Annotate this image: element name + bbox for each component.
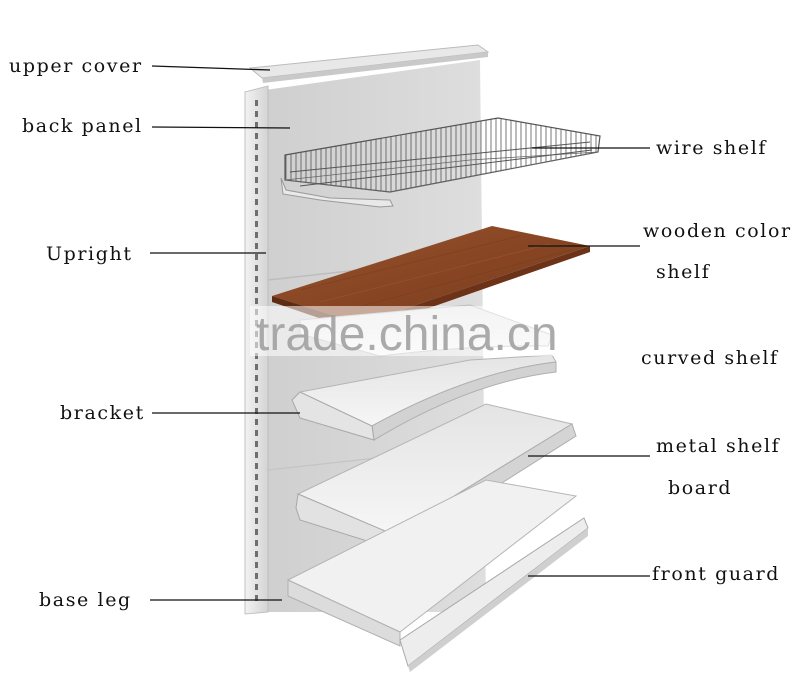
- upright-slot: [255, 111, 258, 117]
- upright-slot: [255, 529, 258, 535]
- label-metal-shelf: metal shelf: [656, 435, 781, 457]
- upright-slot: [255, 155, 258, 161]
- upright-slot: [255, 144, 258, 150]
- upright-slot: [255, 540, 258, 546]
- upright-slot: [255, 485, 258, 491]
- upright-slot: [255, 133, 258, 139]
- upright-slot: [255, 430, 258, 436]
- upright-slot: [255, 243, 258, 249]
- upright-slot: [255, 441, 258, 447]
- watermark: trade.china.cn: [250, 306, 800, 361]
- wire-shelf: [280, 117, 601, 208]
- leader-upper-cover: [151, 65, 271, 71]
- upright-slot: [255, 474, 258, 480]
- upright-slot: [255, 375, 258, 381]
- label-metal-board: board: [668, 477, 732, 499]
- upright-slot: [255, 551, 258, 557]
- upright-slot: [255, 452, 258, 458]
- label-upright: Upright: [46, 243, 133, 265]
- watermark-text: trade.china.cn: [256, 308, 558, 361]
- upright-slot: [255, 386, 258, 392]
- upright-slot: [255, 199, 258, 205]
- upright-slot: [255, 265, 258, 271]
- upright-slot: [255, 463, 258, 469]
- upright-slot: [255, 397, 258, 403]
- upright-slot: [255, 100, 258, 106]
- label-front-guard: front guard: [652, 563, 780, 585]
- upright-slot: [255, 287, 258, 293]
- leader-back-panel: [151, 126, 291, 129]
- upright-slot: [255, 573, 258, 579]
- upright-slot: [255, 188, 258, 194]
- upright-slot: [255, 298, 258, 304]
- curved-shelf-lower: [291, 354, 557, 441]
- upright-slot: [255, 595, 258, 601]
- upright-slot: [255, 232, 258, 238]
- label-bracket: bracket: [60, 402, 145, 424]
- label-wooden-shelf: shelf: [656, 261, 711, 283]
- upright-slot: [255, 364, 258, 370]
- label-wire-shelf: wire shelf: [656, 137, 767, 159]
- upright-slot: [255, 507, 258, 513]
- upright-slot: [255, 210, 258, 216]
- upright-slot: [255, 177, 258, 183]
- front-guard: [399, 517, 589, 672]
- label-back-panel: back panel: [22, 115, 143, 137]
- upright-slot: [255, 221, 258, 227]
- upright-slot: [255, 584, 258, 590]
- upright-slot: [255, 496, 258, 502]
- upright-slot: [255, 276, 258, 282]
- label-curved-shelf: curved shelf: [641, 347, 779, 369]
- label-wooden-color: wooden color: [643, 220, 792, 242]
- upper-cover: [248, 44, 490, 83]
- upright-slot: [255, 254, 258, 260]
- upright-slot: [255, 166, 258, 172]
- upright-slot: [255, 518, 258, 524]
- upright-slot: [255, 419, 258, 425]
- label-upper-cover: upper cover: [9, 55, 143, 77]
- upright-slot: [255, 408, 258, 414]
- upright-slot: [255, 122, 258, 128]
- upright-slot: [255, 562, 258, 568]
- label-base-leg: base leg: [39, 589, 132, 611]
- part-labels: upper cover back panel Upright bracket b…: [9, 55, 792, 611]
- leader-lines: [150, 65, 650, 601]
- base-deck: [286, 479, 578, 647]
